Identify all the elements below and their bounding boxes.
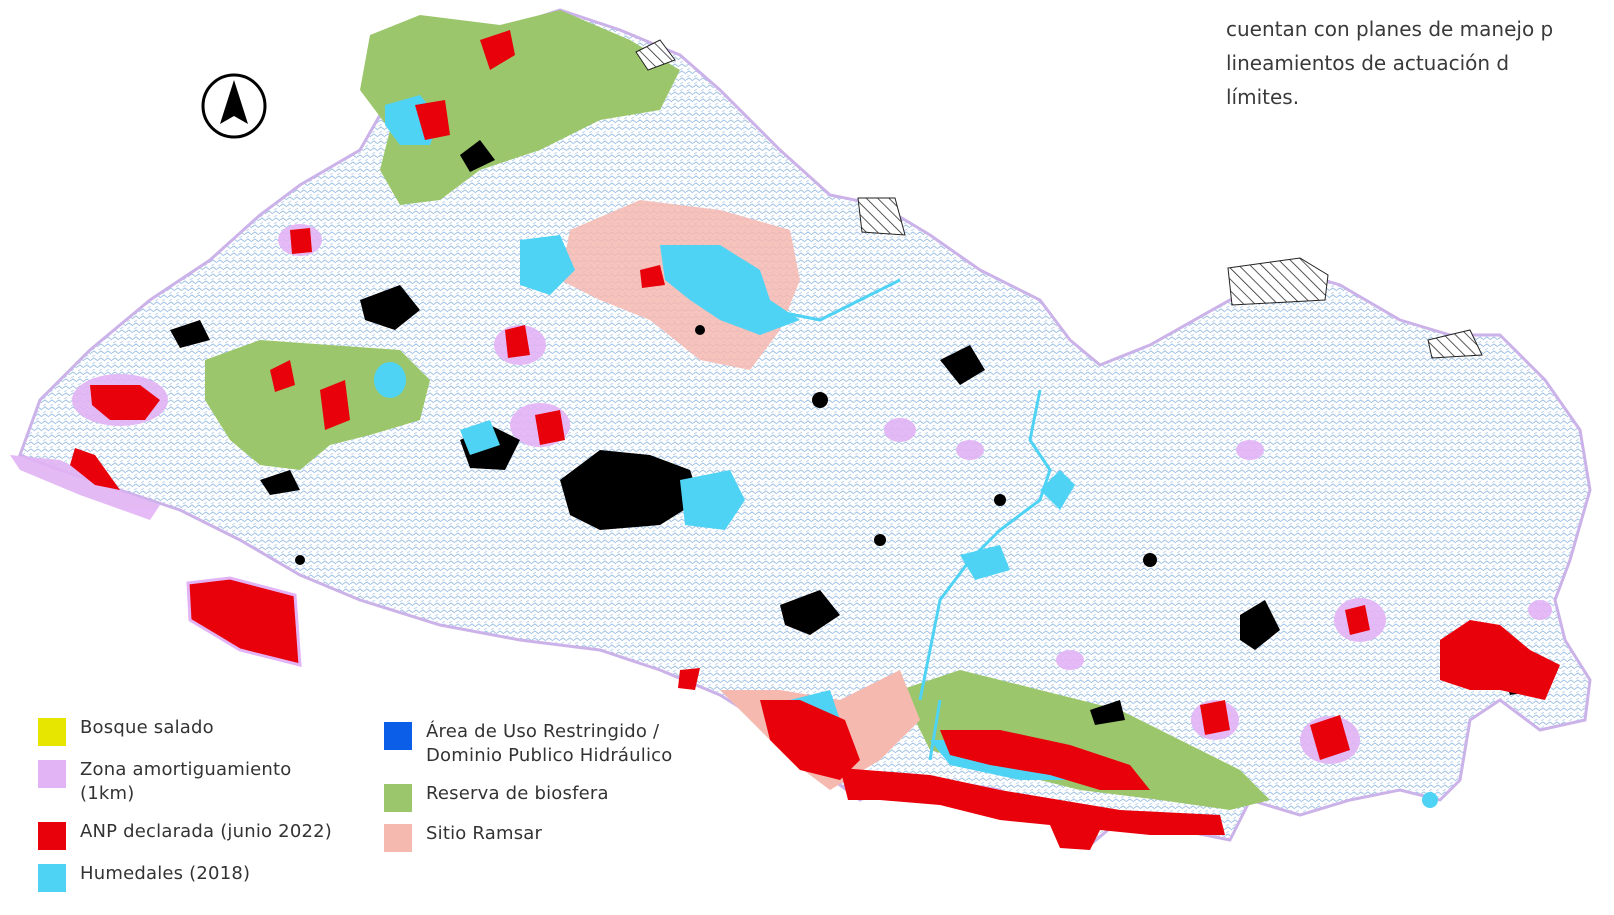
anp-offshore-block <box>186 576 302 667</box>
caption-text: cuentan con planes de manejo p lineamien… <box>1226 12 1614 114</box>
caption-line: cuentan con planes de manejo p <box>1226 17 1554 41</box>
north-arrow-icon <box>201 73 267 139</box>
caption-line: límites. <box>1226 85 1300 109</box>
biosphere-reserve-north <box>360 10 680 205</box>
caption-line: lineamientos de actuación d <box>1226 51 1510 75</box>
biosphere-reserve-west <box>205 340 430 470</box>
hatched-areas <box>635 39 1483 359</box>
declared-protected-areas <box>70 30 1560 850</box>
biosphere-reserve-coast <box>900 670 1270 810</box>
rivers <box>769 278 1052 761</box>
